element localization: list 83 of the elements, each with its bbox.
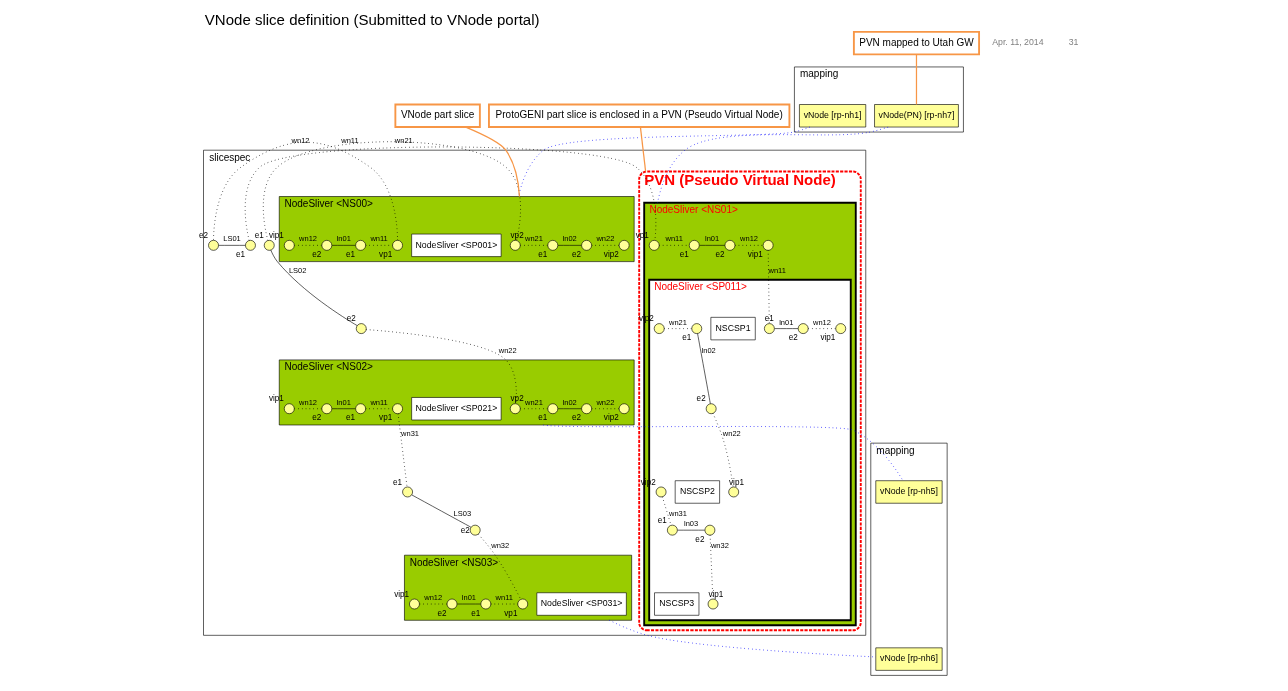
node-circle bbox=[321, 240, 332, 251]
connector bbox=[212, 141, 398, 241]
node-box: NSCSP2 bbox=[674, 480, 720, 504]
node-box: VNode part slice bbox=[393, 103, 481, 128]
node-circle bbox=[690, 323, 702, 334]
node-circle bbox=[391, 403, 403, 415]
connector bbox=[418, 603, 447, 605]
label: Apr. 11, 2014 bbox=[991, 37, 1044, 48]
node-box: vNode [rp-nh5] bbox=[874, 480, 942, 504]
node-circle bbox=[509, 240, 521, 251]
connector bbox=[639, 126, 646, 173]
node-circle bbox=[580, 403, 592, 415]
node-box: NodeSliver <SP031> bbox=[536, 592, 627, 616]
connector bbox=[519, 408, 548, 410]
node-box: vNode [rp-nh1] bbox=[798, 104, 866, 128]
node-box: ProtoGENI part slice is enclosed in a PVN (Pseudo Virtual Node) bbox=[487, 103, 790, 128]
node-circle bbox=[648, 240, 660, 251]
node-circle bbox=[244, 240, 256, 251]
node-circle bbox=[408, 598, 420, 610]
connector bbox=[698, 245, 725, 246]
node-circle bbox=[516, 598, 528, 610]
connector bbox=[331, 245, 356, 246]
node-circle bbox=[797, 323, 808, 334]
node-circle bbox=[546, 403, 558, 415]
connector bbox=[293, 408, 322, 410]
diagram-title: VNode slice definition (Submitted to VNode portal) bbox=[204, 11, 540, 29]
node-box: NSCSP3 bbox=[653, 592, 699, 616]
connector bbox=[590, 408, 619, 410]
connector bbox=[364, 408, 393, 410]
node-box: vNode(PN) [rp-nh7] bbox=[873, 104, 959, 128]
node-box: NodeSliver <SP021> bbox=[410, 397, 501, 421]
node-circle bbox=[705, 403, 716, 415]
node-circle bbox=[727, 486, 739, 498]
node-circle bbox=[446, 598, 457, 610]
node-circle bbox=[546, 240, 558, 251]
connector bbox=[590, 244, 619, 246]
node-box: NSCSP1 bbox=[710, 317, 756, 341]
node-box: PVN mapped to Utah GW bbox=[852, 30, 980, 56]
node-circle bbox=[618, 403, 629, 415]
node-circle bbox=[354, 403, 366, 415]
connector bbox=[557, 245, 582, 246]
connector bbox=[519, 244, 548, 246]
node-circle bbox=[263, 240, 275, 251]
node-circle bbox=[391, 240, 403, 251]
node-circle bbox=[283, 240, 295, 251]
node-box: vNode [rp-nh6] bbox=[874, 647, 942, 671]
node-circle bbox=[283, 403, 295, 415]
connector bbox=[397, 413, 407, 488]
node-circle bbox=[618, 240, 629, 251]
node-circle bbox=[707, 598, 718, 610]
node-circle bbox=[724, 240, 735, 251]
node-circle bbox=[401, 486, 413, 498]
connector bbox=[696, 333, 711, 404]
connector bbox=[464, 126, 520, 198]
node-circle bbox=[655, 486, 666, 498]
node-circle bbox=[834, 323, 846, 334]
connector bbox=[656, 126, 889, 204]
node-circle bbox=[688, 240, 700, 251]
node-circle bbox=[580, 240, 592, 251]
connector bbox=[807, 328, 836, 330]
node-circle bbox=[509, 403, 521, 415]
connector bbox=[489, 603, 518, 605]
node-circle bbox=[762, 240, 773, 251]
connector bbox=[557, 408, 582, 410]
connector bbox=[244, 146, 656, 241]
node-circle bbox=[666, 524, 678, 536]
node-circle bbox=[469, 524, 480, 536]
node-circle bbox=[704, 524, 715, 536]
node-circle bbox=[653, 323, 665, 334]
node-circle bbox=[480, 598, 491, 610]
node-circle bbox=[321, 403, 332, 415]
connector bbox=[262, 141, 521, 241]
node-circle bbox=[207, 240, 219, 251]
node-circle bbox=[354, 240, 366, 251]
connector bbox=[915, 54, 917, 106]
connector bbox=[663, 328, 692, 330]
connector bbox=[293, 244, 322, 246]
node-circle bbox=[355, 323, 367, 334]
node-circle bbox=[763, 323, 775, 334]
node-box: NodeSliver <SP001> bbox=[410, 233, 501, 257]
connector bbox=[364, 244, 393, 246]
connector bbox=[331, 408, 356, 410]
label: 31 bbox=[1068, 37, 1078, 48]
